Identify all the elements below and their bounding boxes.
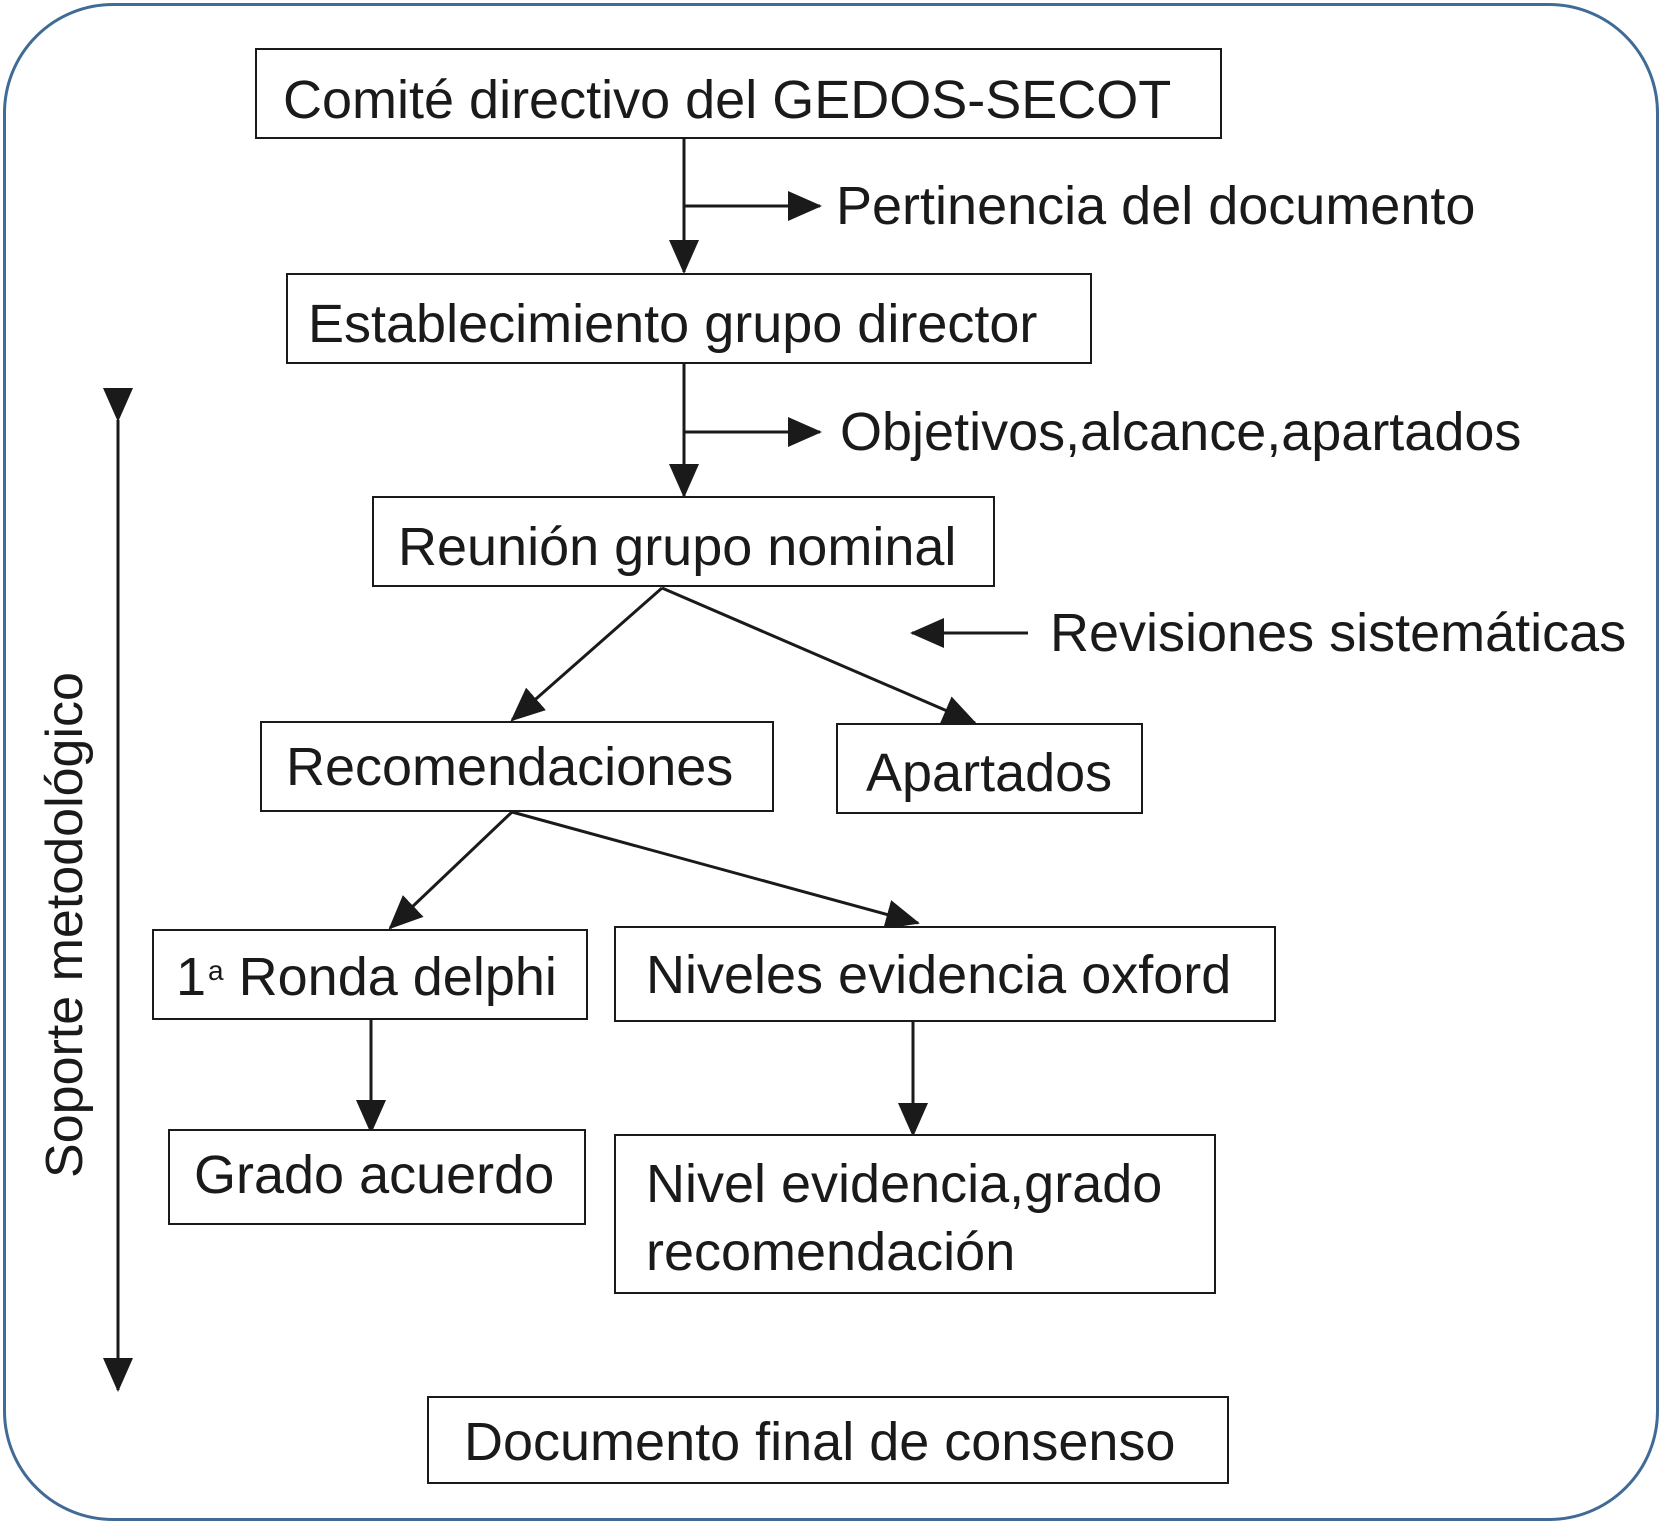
note-objetivos: Objetivos,alcance,apartados — [840, 402, 1522, 462]
arrow-recomendaciones-to-ronda — [388, 810, 514, 930]
node-establecimiento: Establecimiento grupo director — [286, 273, 1092, 364]
node-niveles-evidencia: Niveles evidencia oxford — [614, 926, 1276, 1022]
node-grado-acuerdo: Grado acuerdo — [168, 1129, 586, 1225]
node-documento-final: Documento final de consenso — [427, 1396, 1229, 1484]
node-nivel-line1: Nivel evidencia,grado — [646, 1154, 1163, 1214]
node-comite: Comité directivo del GEDOS-SECOT — [255, 48, 1222, 139]
node-ronda-delphi-label: 1a Ronda delphi — [176, 945, 586, 1009]
node-reunion-label: Reunión grupo nominal — [398, 517, 957, 577]
node-recomendaciones-label: Recomendaciones — [286, 737, 734, 797]
node-ronda-delphi: 1a Ronda delphi — [152, 929, 588, 1020]
arrow-reunion-to-apartados — [661, 586, 977, 725]
node-recomendaciones: Recomendaciones — [260, 721, 774, 812]
node-grado-acuerdo-label: Grado acuerdo — [194, 1145, 555, 1205]
ronda-text: Ronda delphi — [223, 947, 557, 1007]
node-nivel-line2: recomendación — [646, 1222, 1016, 1282]
node-apartados: Apartados — [836, 723, 1143, 814]
note-pertinencia: Pertinencia del documento — [836, 176, 1476, 236]
node-documento-final-label: Documento final de consenso — [464, 1412, 1176, 1472]
side-label-soporte: Soporte metodológico — [36, 672, 94, 1178]
ronda-superscript: a — [208, 955, 224, 986]
node-nivel-evidencia-grado: Nivel evidencia,grado recomendación — [614, 1134, 1216, 1294]
node-niveles-evidencia-label: Niveles evidencia oxford — [646, 945, 1232, 1005]
ronda-number: 1 — [176, 947, 207, 1007]
note-revisiones: Revisiones sistemáticas — [1050, 603, 1627, 663]
node-establecimiento-label: Establecimiento grupo director — [308, 294, 1038, 354]
arrow-reunion-to-recomendaciones — [510, 586, 663, 722]
node-comite-label: Comité directivo del GEDOS-SECOT — [283, 70, 1172, 130]
node-apartados-label: Apartados — [866, 743, 1113, 803]
node-reunion: Reunión grupo nominal — [372, 496, 995, 587]
arrow-recomendaciones-to-niveles — [511, 810, 920, 930]
